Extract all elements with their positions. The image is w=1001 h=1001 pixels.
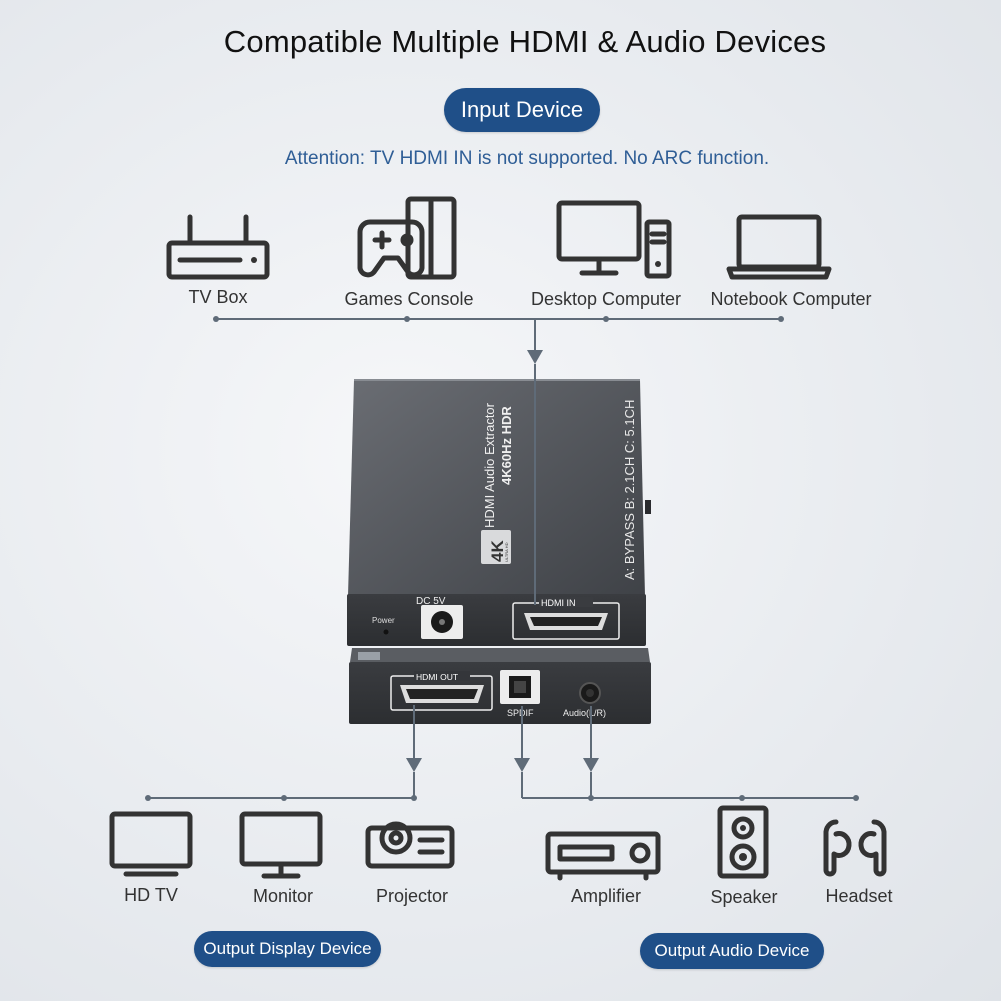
- audio-lr-label: Audio(L/R): [563, 708, 606, 718]
- device-name: HDMI Audio Extractor: [482, 402, 497, 528]
- input-label-notebook-computer: Notebook Computer: [710, 289, 872, 309]
- dc-5v-label: DC 5V: [416, 596, 446, 607]
- projector-icon: [365, 821, 455, 869]
- output-label-amplifier: Amplifier: [570, 886, 641, 906]
- input-label-tv-box: TV Box: [188, 287, 248, 307]
- hdmi-in-label: HDMI IN: [541, 598, 576, 608]
- device-modes: A: BYPASS B: 2.1CH C: 5.1CH: [622, 400, 637, 580]
- page-title: Compatible Multiple HDMI & Audio Devices: [223, 24, 827, 59]
- earbuds-icon: [823, 819, 887, 877]
- output-label-speaker: Speaker: [710, 887, 778, 907]
- monitor-icon: [239, 811, 323, 879]
- laptop-icon: [726, 214, 832, 280]
- tv-icon: [109, 811, 193, 877]
- hdmi-audio-extractor-device: 4K ULTRA HD HDMI Audio Extractor 4K60Hz …: [347, 379, 651, 724]
- hdmi-out-label: HDMI OUT: [416, 672, 458, 682]
- router-box-icon: [166, 214, 270, 280]
- output-label-monitor: Monitor: [252, 886, 314, 906]
- input-label-games-console: Games Console: [344, 289, 474, 309]
- spdif-label: SPDIF: [507, 708, 534, 718]
- input-label-desktop-computer: Desktop Computer: [530, 289, 682, 309]
- output-label-projector: Projector: [375, 886, 449, 906]
- power-label: Power: [372, 616, 395, 625]
- speaker-icon: [717, 805, 769, 879]
- attention-note: Attention: TV HDMI IN is not supported. …: [284, 148, 770, 169]
- output-display-badge: Output Display Device: [194, 931, 381, 967]
- output-label-hd-tv: HD TV: [124, 885, 178, 905]
- output-audio-badge: Output Audio Device: [640, 933, 824, 969]
- game-console-icon: [357, 196, 457, 280]
- input-device-badge: Input Device: [444, 88, 600, 132]
- output-label-headset: Headset: [825, 886, 893, 906]
- amplifier-icon: [545, 831, 661, 881]
- device-spec: 4K60Hz HDR: [499, 406, 514, 485]
- ultra-hd-text: ULTRA HD: [504, 542, 509, 562]
- 4k-badge-text: 4K: [488, 540, 507, 562]
- desktop-computer-icon: [556, 200, 672, 279]
